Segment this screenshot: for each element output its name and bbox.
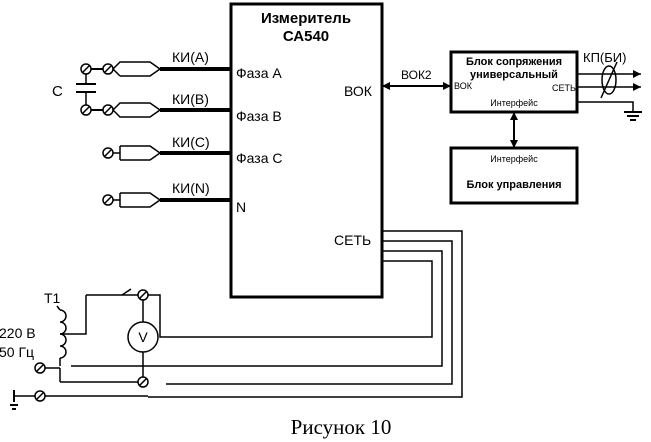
meter-model: СА540 [283,28,329,45]
terminal-block-left [80,63,114,206]
control-box [449,146,579,205]
adapter-port-set: СЕТЬ [552,83,576,93]
vok2-link [382,82,451,90]
voltmeter-symbol: V [138,329,148,345]
interface-link [510,112,518,148]
ki-a-label: КИ(А) [172,49,209,65]
meter-box [229,2,384,299]
transformer-frequency: 50 Гц [0,344,34,360]
port-phase-c: Фаза С [236,150,282,166]
vok2-label: ВОК2 [401,68,432,82]
port-phase-a: Фаза А [236,65,282,81]
ki-n-label: КИ(N) [172,180,210,196]
ki-c-label: КИ(С) [172,134,210,150]
adapter-port-interface: Интерфейс [490,98,538,108]
port-phase-b: Фаза В [236,108,282,124]
cable-ki-c [113,145,231,161]
capacitor-label: С [52,83,63,100]
ki-b-label: КИ(В) [172,91,209,107]
meter-title: Измеритель [261,10,351,27]
kp-bi-label: КП(БИ) [583,50,626,65]
transformer-name: Т1 [44,290,61,306]
adapter-title: Блок сопряжения [466,56,562,68]
capacitor [76,74,96,105]
kp-bi-cable [577,61,642,121]
adapter-subtitle: универсальный [470,69,558,81]
cable-ki-a [112,61,231,77]
port-n: N [236,199,246,215]
control-port-interface: Интерфейс [490,154,538,164]
terminal-block-bottom [10,288,149,410]
mains-wiring [71,230,463,398]
transformer-voltage: 220 В [0,325,36,341]
cable-ki-n [113,192,231,208]
voltmeter [127,321,159,353]
adapter-port-vok: ВОК [454,81,473,91]
cable-ki-b [112,102,231,118]
port-set: СЕТЬ [334,232,371,248]
figure-caption: Рисунок 10 [291,415,392,439]
transformer-t1 [56,305,67,366]
port-vok: ВОК [344,83,373,99]
control-title: Блок управления [466,179,561,191]
